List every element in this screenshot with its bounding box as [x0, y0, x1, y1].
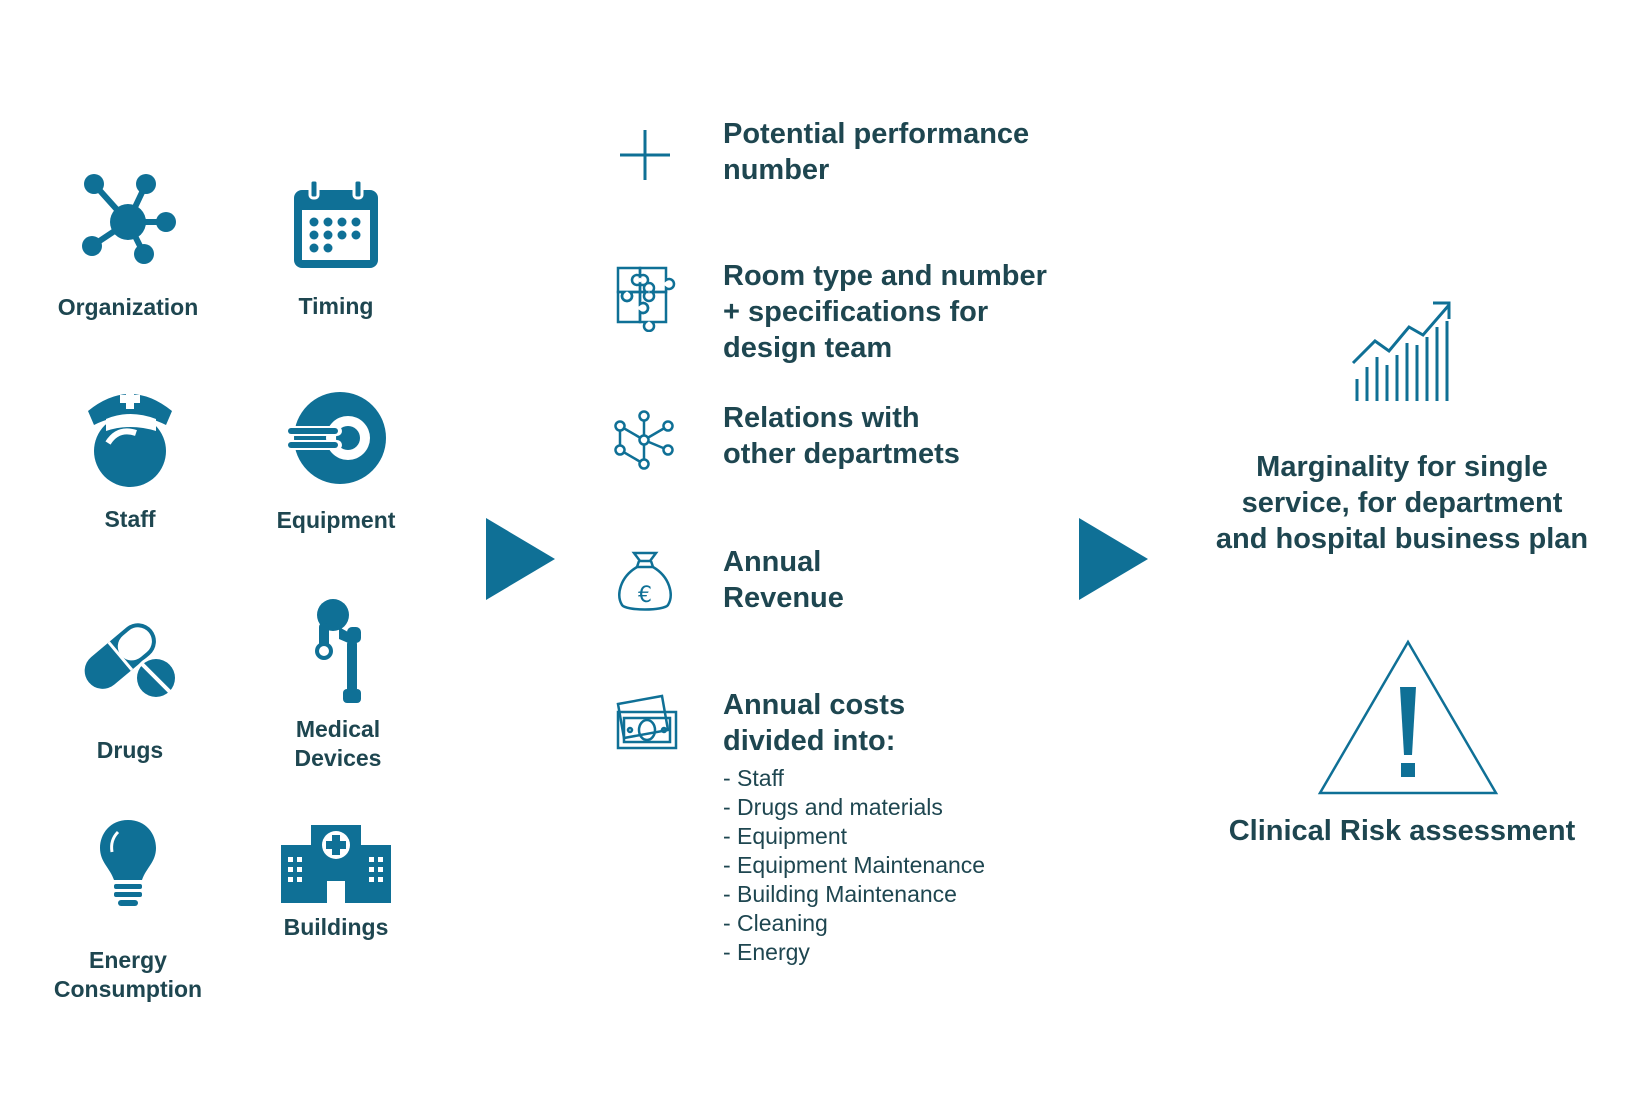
growth-chart-icon — [1351, 301, 1451, 401]
input-buildings: Buildings — [236, 825, 436, 942]
clinical-risk-text: Clinical Risk assessment — [1228, 815, 1576, 847]
input-label: Medical Devices — [294, 716, 382, 771]
input-medical-devices: Medical Devices — [238, 597, 438, 773]
input-label: Buildings — [283, 914, 389, 940]
output-room-type: Room type and number + specifications fo… — [723, 260, 1047, 364]
marginality-text: Marginality for single service, for depa… — [1215, 451, 1589, 555]
svg-text:€: € — [638, 583, 652, 608]
output-performance-number: Potential performance number — [723, 118, 1030, 186]
list-item: - Drugs and materials — [723, 794, 943, 820]
output-annual-costs: Annual costs divided into: — [723, 689, 906, 757]
list-item: - Equipment Maintenance — [723, 852, 986, 878]
list-item: - Building Maintenance — [723, 881, 957, 907]
plus-icon — [620, 130, 670, 180]
input-energy-consumption: Energy Consumption — [28, 818, 228, 1004]
input-drugs: Drugs — [30, 614, 230, 765]
banknotes-icon — [616, 694, 678, 750]
input-label: Equipment — [276, 507, 396, 533]
input-staff: Staff — [30, 383, 230, 534]
list-item: - Equipment — [723, 823, 848, 849]
output-annual-revenue: Annual Revenue — [723, 546, 844, 614]
lightbulb-icon — [100, 820, 156, 906]
input-label: Drugs — [96, 737, 164, 763]
ct-scanner-icon — [286, 392, 386, 484]
input-timing: Timing — [236, 178, 436, 321]
nodes-icon — [614, 410, 674, 470]
output-relations: Relations with other departmets — [723, 402, 960, 470]
flow-arrow-2 — [1079, 518, 1148, 600]
network-icon — [82, 174, 176, 264]
list-item: - Staff — [723, 765, 784, 791]
calendar-icon — [294, 178, 378, 268]
puzzle-icon — [616, 266, 676, 332]
input-organization: Organization — [28, 172, 228, 322]
warning-triangle-icon — [1317, 639, 1499, 795]
nurse-icon — [88, 389, 172, 487]
list-item: - Energy — [723, 939, 810, 965]
input-label: Timing — [298, 293, 374, 319]
flow-arrow-1 — [486, 518, 555, 600]
cost-breakdown-list: - Staff - Drugs and materials - Equipmen… — [723, 764, 985, 967]
input-label: Staff — [104, 506, 156, 532]
list-item: - Cleaning — [723, 910, 828, 936]
input-label: Energy Consumption — [53, 947, 203, 1002]
input-label: Organization — [57, 294, 199, 320]
pills-icon — [84, 623, 178, 700]
femur-implant-icon — [315, 599, 361, 703]
input-equipment: Equipment — [236, 388, 436, 535]
hospital-building-icon — [281, 825, 391, 903]
euro-money-bag-icon: € — [618, 551, 672, 611]
